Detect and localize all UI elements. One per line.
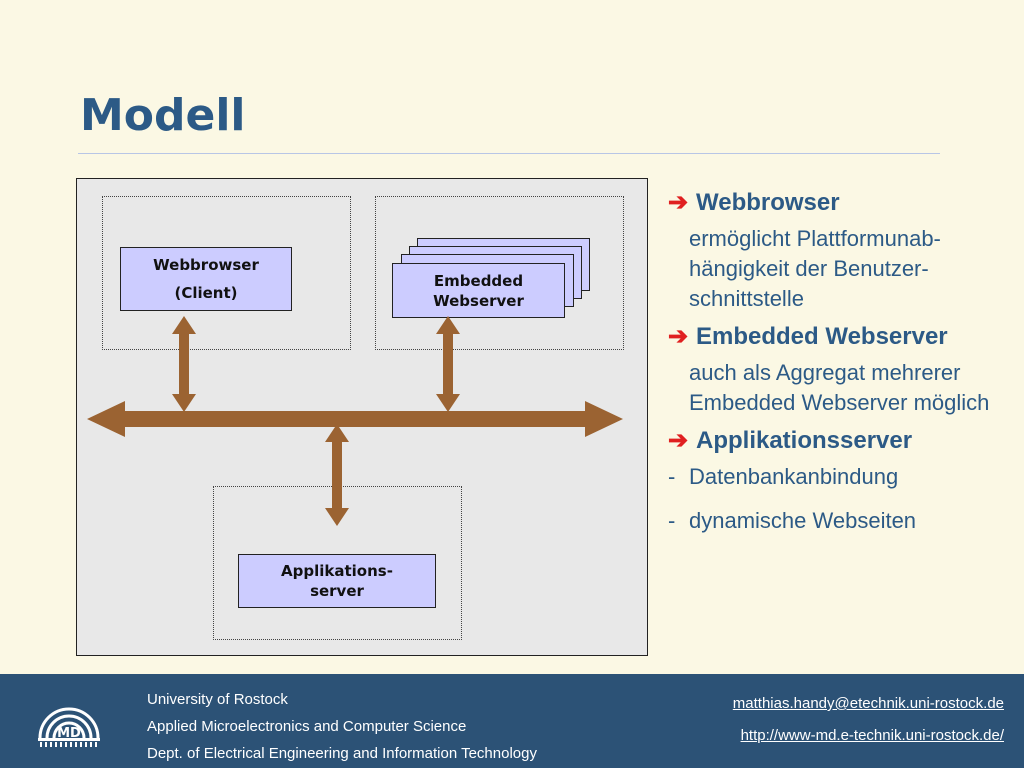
bullet-heading: Applikationsserver (696, 427, 913, 454)
bullet-heading: Embedded Webserver (696, 323, 948, 350)
bullet-webbrowser: ➔ Webbrowser (668, 188, 1008, 218)
sub-bullet-text: Datenbankanbindung (689, 464, 899, 489)
embedded-webserver-node: Embedded Webserver (392, 263, 565, 318)
webbrowser-node: Webbrowser (Client) (120, 247, 292, 311)
bullet-text: auch als Aggregat mehrerer Embedded Webs… (689, 360, 990, 415)
sub-bullet: - dynamische Webseiten (668, 506, 1008, 536)
bullet-embedded: ➔ Embedded Webserver (668, 322, 1008, 352)
logo-text: MD (57, 726, 81, 741)
institution-block: University of Rostock Applied Microelect… (147, 686, 537, 767)
md-logo-icon: MD (38, 707, 100, 747)
server-link-arrow (325, 424, 349, 526)
embedded-zone (375, 196, 624, 350)
dash-marker: - (668, 464, 676, 489)
webbrowser-sublabel: (Client) (174, 284, 238, 302)
email-link[interactable]: matthias.handy@etechnik.uni-rostock.de (732, 695, 1004, 712)
bullet-text: ermöglicht Plattformunab-hängigkeit der … (689, 226, 941, 311)
bullet-appserver: ➔ Applikationsserver (668, 426, 1008, 456)
arrow-right-icon: ➔ (668, 323, 689, 350)
appserver-node: Applikations- server (238, 554, 436, 608)
client-zone (102, 196, 351, 350)
bullet-heading: Webbrowser (696, 189, 840, 216)
institute-name: Applied Microelectronics and Computer Sc… (147, 718, 467, 735)
client-link-arrow (172, 316, 196, 412)
sub-bullet: - Datenbankanbindung (668, 462, 1008, 492)
embedded-link-arrow (436, 316, 460, 412)
website-link[interactable]: http://www-md.e-technik.uni-rostock.de/ (740, 727, 1004, 744)
webbrowser-label: Webbrowser (153, 256, 259, 274)
contact-links: matthias.handy@etechnik.uni-rostock.de h… (733, 688, 1004, 752)
connector-arrows (87, 316, 623, 526)
dash-marker: - (668, 508, 676, 533)
slide-title: Modell (80, 90, 246, 141)
appserver-sublabel: server (310, 582, 364, 600)
arrow-right-icon: ➔ (668, 189, 689, 216)
appserver-label: Applikations- (281, 562, 393, 580)
embedded-label: Embedded (433, 271, 524, 290)
footer-bar: MD University of Rostock Applied Microel… (0, 674, 1024, 768)
university-name: University of Rostock (147, 691, 288, 708)
department-name: Dept. of Electrical Engineering and Info… (147, 745, 537, 762)
embedded-sublabel: Webserver (433, 291, 524, 310)
sub-bullet-text: dynamische Webseiten (689, 508, 917, 533)
arrow-right-icon: ➔ (668, 427, 689, 454)
bullet-list: ➔ Webbrowser ermöglicht Plattformunab-hä… (668, 188, 1008, 536)
bus-arrow (87, 401, 623, 437)
architecture-diagram: Webbrowser (Client) Embedded Webserver A… (76, 178, 648, 656)
title-divider (78, 153, 940, 154)
